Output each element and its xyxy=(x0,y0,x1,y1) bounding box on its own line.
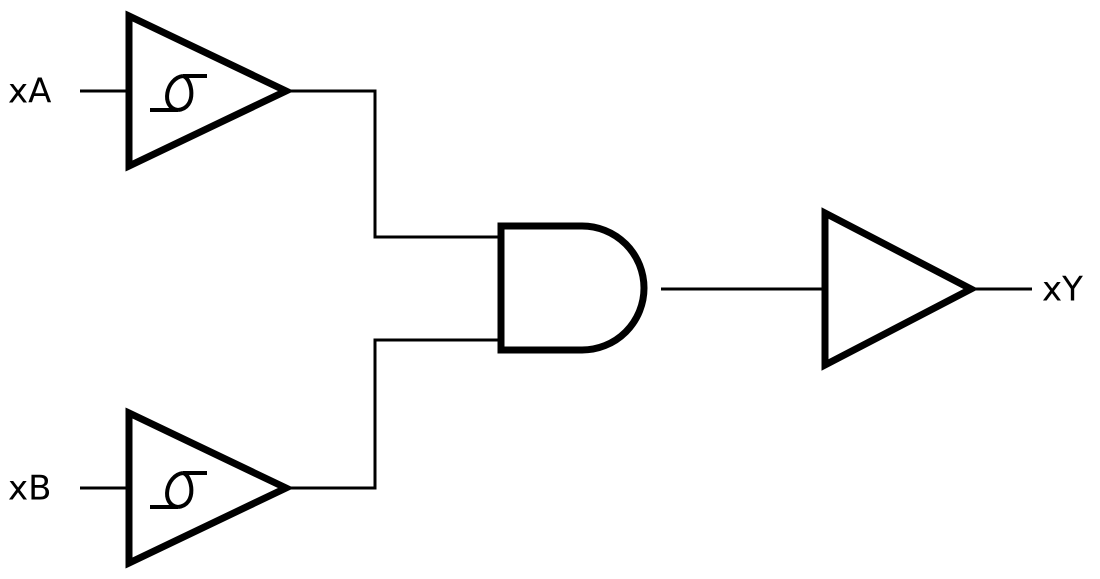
wire-a-to-and-input xyxy=(373,89,502,239)
hysteresis-icon-a xyxy=(150,74,207,112)
input-label-xa: xA xyxy=(8,72,51,112)
and-gate-body xyxy=(497,222,648,354)
schmitt-trigger-a[interactable] xyxy=(125,10,376,172)
and-gate[interactable] xyxy=(497,222,826,354)
output-buffer-body xyxy=(821,207,979,371)
schmitt-trigger-a-body xyxy=(125,10,295,172)
output-label-xy: xY xyxy=(1042,270,1083,310)
input-b-group: xB xyxy=(8,469,131,509)
interconnect-wires xyxy=(373,89,502,490)
output-buffer[interactable]: xY xyxy=(821,207,1083,371)
input-label-xb: xB xyxy=(8,469,51,509)
schmitt-trigger-b-body xyxy=(125,407,295,569)
input-a-group: xA xyxy=(8,72,131,112)
schmitt-trigger-b[interactable] xyxy=(125,407,376,569)
hysteresis-icon-b xyxy=(150,471,207,509)
wire-b-to-and-input xyxy=(373,338,502,490)
